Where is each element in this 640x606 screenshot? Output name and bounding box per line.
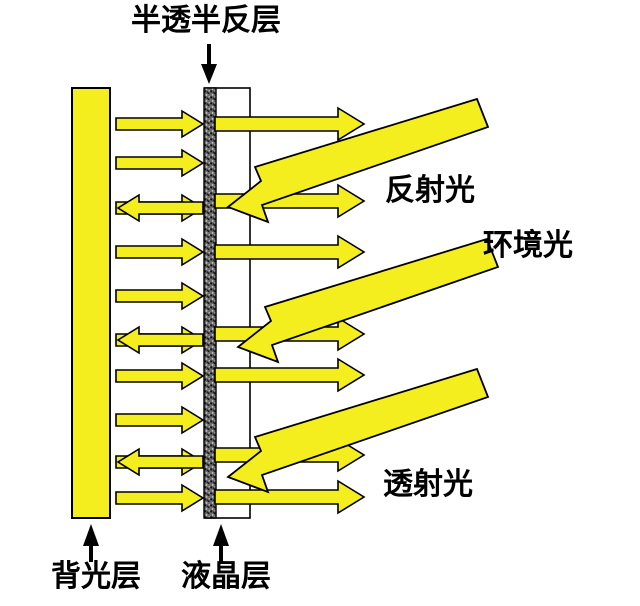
label-transflective-layer: 半透半反层 [131,4,281,37]
label-transmitted-light: 透射光 [383,468,473,501]
label-ambient-light: 环境光 [483,229,573,262]
lc-label-pointer-arrow [213,524,229,562]
label-liquid-crystal-layer: 液晶层 [181,560,271,593]
backlight-bar [71,87,111,519]
transflective-layer [203,87,217,519]
ambient-light-rays [226,97,500,494]
label-reflected-light: 反射光 [385,174,475,207]
backlight-label-pointer-arrow [83,524,99,562]
reflected-back-rays [116,193,204,477]
backlight-rays [115,109,205,513]
label-backlight-layer: 背光层 [51,560,141,593]
top-label-pointer-arrow [201,44,217,84]
